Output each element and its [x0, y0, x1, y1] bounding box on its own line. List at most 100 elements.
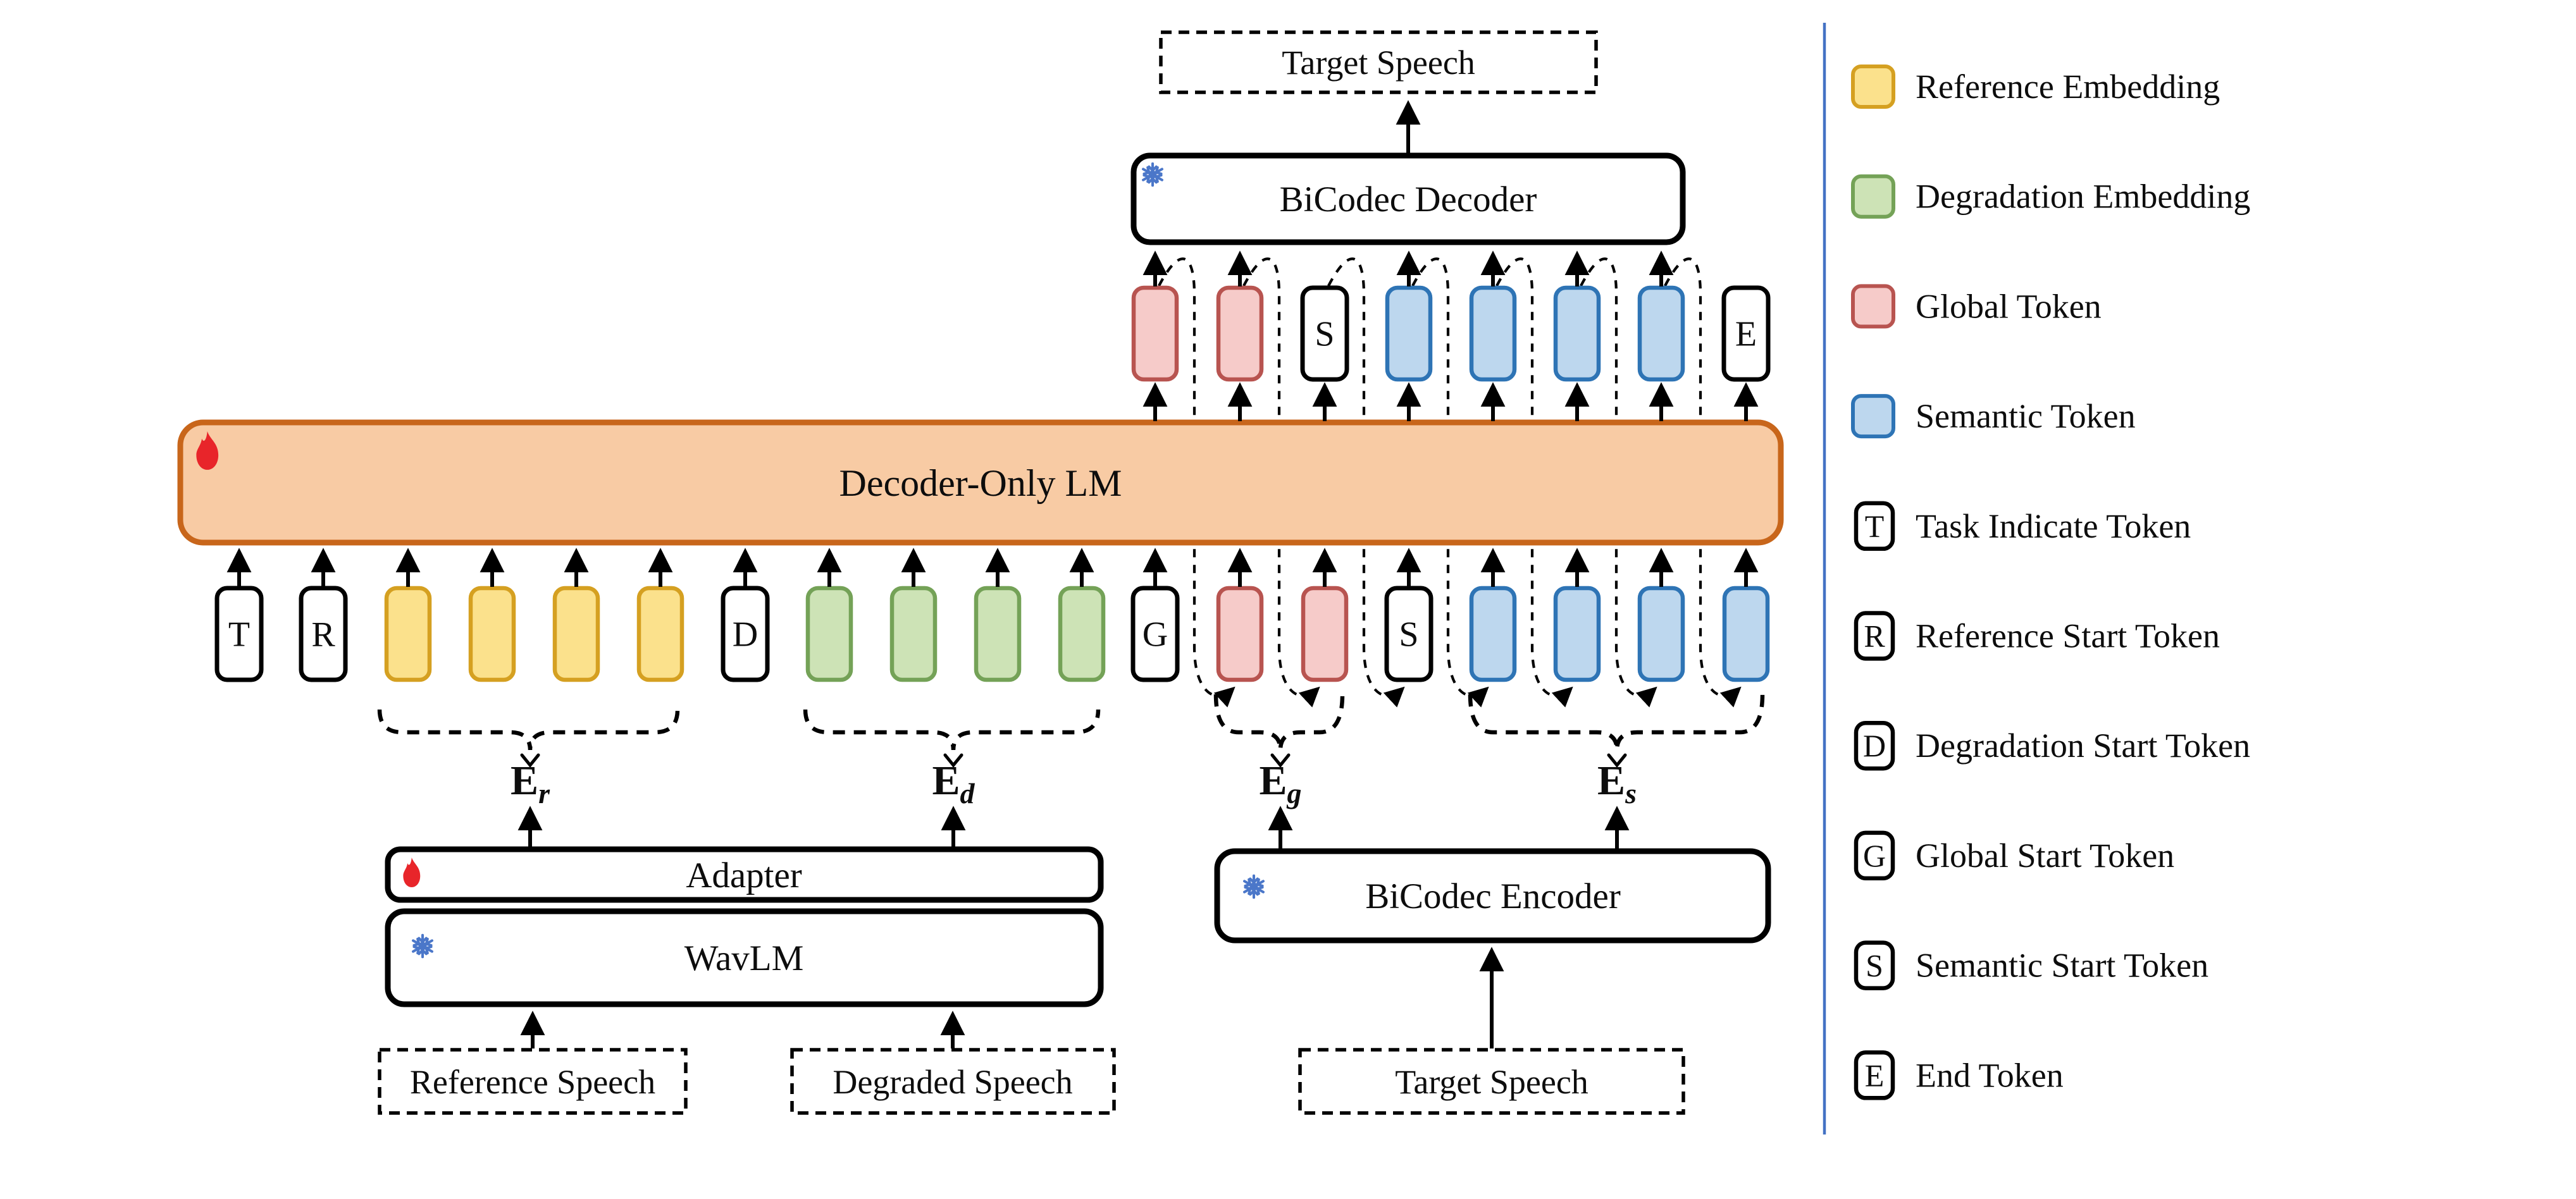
- bicodec-decoder-label: BiCodec Decoder: [1280, 180, 1537, 219]
- target-speech-output-box: [1159, 30, 1598, 94]
- bicodec-encoder-box: [1214, 848, 1771, 944]
- eg-brace-arrow: [1270, 753, 1291, 768]
- reference-speech-box: [378, 1048, 688, 1115]
- ed-brace: [803, 709, 1101, 751]
- legend-letter-swatch: [1854, 830, 1895, 881]
- es-brace: [1468, 694, 1765, 751]
- eg-label: Eg: [1259, 758, 1301, 809]
- decoder-only-lm-box: [177, 419, 1784, 546]
- input-token-reference-2: [384, 586, 432, 682]
- legend-color-swatch-reference: [1851, 65, 1895, 109]
- bicodec-decoder-box: [1130, 152, 1686, 245]
- input-token-semantic-16: [1553, 586, 1601, 682]
- legend-label: Global Token: [1916, 287, 2102, 325]
- target-speech-output-label: Target Speech: [1282, 44, 1475, 82]
- legend-letter-swatch: [1854, 501, 1895, 551]
- legend-item-D: D Degradation Start Token: [1854, 720, 2250, 771]
- degraded-speech-box: [790, 1048, 1116, 1115]
- ed-label: Ed: [932, 758, 975, 809]
- input-semantic-start-token-label: S: [1399, 615, 1418, 655]
- er-brace-arrow: [520, 753, 540, 768]
- input-token-degradation-9: [974, 586, 1022, 682]
- legend-label: Reference Start Token: [1916, 617, 2220, 655]
- degraded-speech-label: Degraded Speech: [833, 1063, 1072, 1101]
- legend-letter: G: [1863, 838, 1886, 873]
- output-token-semantic-4: [1469, 285, 1517, 382]
- input-reference-start-token: [299, 586, 348, 682]
- legend-label: Reference Embedding: [1916, 68, 2220, 106]
- input-token-degradation-10: [1058, 586, 1106, 682]
- legend-item-E: E End Token: [1854, 1050, 2064, 1100]
- arrows: [226, 100, 1759, 1048]
- legend-letter: T: [1865, 508, 1885, 544]
- legend-letter-swatch: [1854, 1050, 1895, 1100]
- output-token-semantic-6: [1637, 285, 1685, 382]
- eg-brace: [1213, 694, 1345, 751]
- input-token-semantic-17: [1637, 586, 1685, 682]
- legend-item-T: T Task Indicate Token: [1854, 501, 2191, 551]
- wavlm-box: [385, 908, 1104, 1007]
- legend-item-reference: Reference Embedding: [1851, 65, 2220, 109]
- er-brace: [377, 709, 680, 751]
- input-token-global-12: [1216, 586, 1264, 682]
- target-speech-input-box: [1298, 1048, 1685, 1115]
- legend-letter: E: [1865, 1057, 1885, 1093]
- input-reference-start-token-label: R: [311, 615, 335, 655]
- wavlm-label: WavLM: [684, 938, 804, 978]
- input-task-indicate-token: [214, 586, 264, 682]
- legend-label: Semantic Token: [1916, 397, 2136, 435]
- legend-letter-swatch: [1854, 611, 1895, 661]
- output-token-global-1: [1216, 285, 1264, 382]
- legend-letter-swatch: [1854, 720, 1895, 771]
- input-task-indicate-token-label: T: [228, 615, 250, 655]
- input-global-start-token: [1130, 586, 1180, 682]
- input-token-semantic-15: [1469, 586, 1517, 682]
- legend-color-swatch-global: [1851, 284, 1895, 329]
- bicodec-encoder-label: BiCodec Encoder: [1365, 876, 1621, 916]
- legend-letter: R: [1864, 618, 1885, 654]
- er-label: Er: [511, 758, 550, 809]
- input-global-start-token-label: G: [1142, 615, 1168, 655]
- input-degradation-start-token: [721, 586, 770, 682]
- ed-brace-arrow: [943, 753, 963, 768]
- output-end-token-label: E: [1735, 315, 1757, 354]
- es-brace-arrow: [1607, 753, 1627, 768]
- reference-speech-label: Reference Speech: [410, 1063, 655, 1101]
- adapter-label: Adapter: [686, 856, 802, 895]
- legend-letter-swatch: [1854, 940, 1895, 990]
- legend-item-global: Global Token: [1851, 284, 2102, 329]
- legend-color-swatch-semantic: [1851, 394, 1895, 439]
- output-token-semantic-3: [1385, 285, 1433, 382]
- legend-item-semantic: Semantic Token: [1851, 394, 2136, 439]
- input-token-reference-3: [468, 586, 516, 682]
- legend-item-S: S Semantic Start Token: [1854, 940, 2208, 990]
- input-token-reference-4: [552, 586, 600, 682]
- input-token-global-13: [1301, 586, 1349, 682]
- legend-color-swatch-degradation: [1851, 174, 1895, 219]
- token-rows: T R D G S S E: [214, 285, 1771, 682]
- legend-item-degradation: Degradation Embedding: [1851, 174, 2250, 219]
- input-token-reference-5: [636, 586, 684, 682]
- legend-label: Task Indicate Token: [1916, 507, 2191, 545]
- legend-letter: D: [1863, 728, 1886, 763]
- output-end-token: [1721, 285, 1771, 382]
- decoder-only-lm-label: Decoder-Only LM: [839, 462, 1122, 504]
- output-token-global-0: [1131, 285, 1179, 382]
- adapter-box: [385, 846, 1104, 903]
- input-token-degradation-7: [805, 586, 853, 682]
- input-semantic-start-token: [1384, 586, 1434, 682]
- output-semantic-start-token-label: S: [1315, 315, 1334, 354]
- legend-label: Semantic Start Token: [1916, 947, 2208, 985]
- legend-letter: S: [1866, 948, 1883, 983]
- output-semantic-start-token: [1300, 285, 1349, 382]
- input-degradation-start-token-label: D: [733, 615, 758, 655]
- legend-label: End Token: [1916, 1056, 2064, 1094]
- legend-item-R: R Reference Start Token: [1854, 611, 2220, 661]
- es-label: Es: [1597, 758, 1637, 809]
- legend-label: Degradation Start Token: [1916, 727, 2250, 765]
- legend-label: Degradation Embedding: [1916, 178, 2250, 216]
- target-speech-input-label: Target Speech: [1395, 1063, 1588, 1101]
